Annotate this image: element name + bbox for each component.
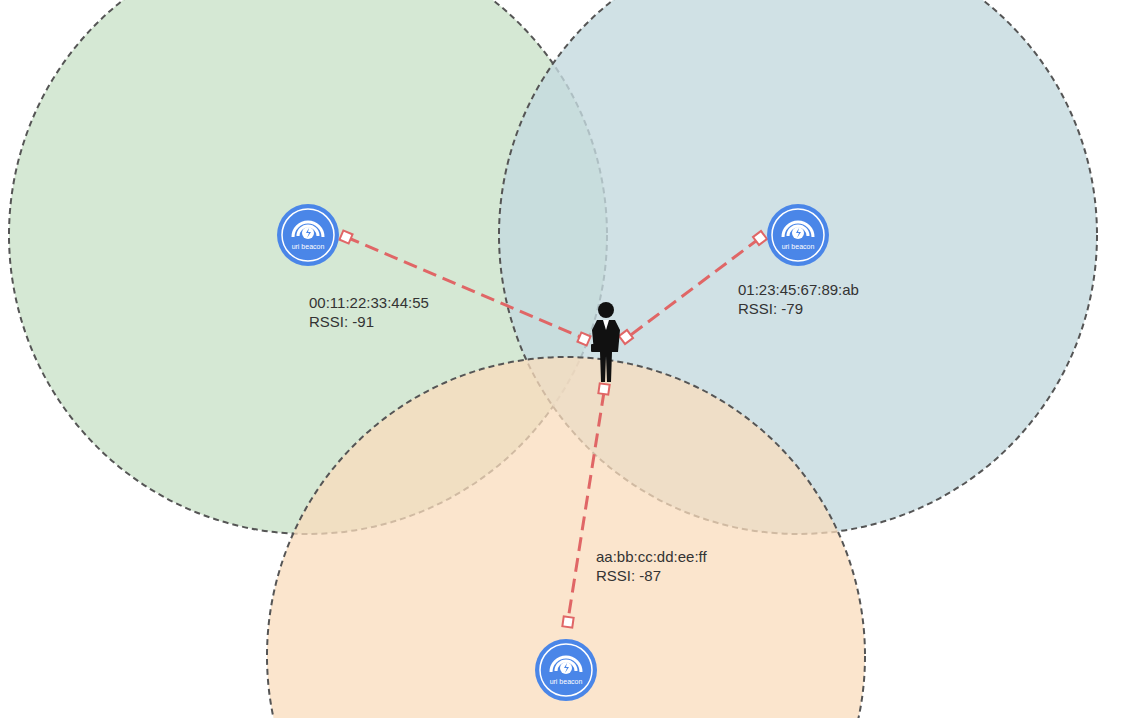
beacon-symbol xyxy=(766,203,830,267)
beacon-label: uri beacon xyxy=(780,243,816,250)
beacon-symbol xyxy=(276,203,340,267)
rssi-value: RSSI: -79 xyxy=(738,300,803,318)
beacon-symbol xyxy=(534,638,598,702)
range-circle: 01:23:45:67:89:abRSSI: -79 uri beacon xyxy=(498,0,1098,535)
mac-address: 01:23:45:67:89:ab xyxy=(738,281,859,299)
range-circle-shape xyxy=(8,0,608,535)
beacon-icon: uri beacon xyxy=(276,203,340,267)
rssi-value: RSSI: -87 xyxy=(596,567,661,585)
endpoint-square xyxy=(562,616,573,627)
beacon-icon: uri beacon xyxy=(534,638,598,702)
mac-address: 00:11:22:33:44:55 xyxy=(309,294,429,312)
range-circle-shape xyxy=(498,0,1098,535)
mac-address: aa:bb:cc:dd:ee:ff xyxy=(596,548,707,566)
beacon-label: uri beacon xyxy=(548,678,584,685)
beacon-icon: uri beacon xyxy=(766,203,830,267)
endpoint-square xyxy=(598,383,609,394)
beacon-label: uri beacon xyxy=(290,243,326,250)
range-circle: aa:bb:cc:dd:ee:ffRSSI: -87 uri beacon xyxy=(266,356,866,718)
range-circle: 00:11:22:33:44:55RSSI: -91 uri beacon xyxy=(8,0,608,535)
rssi-value: RSSI: -91 xyxy=(309,313,374,331)
